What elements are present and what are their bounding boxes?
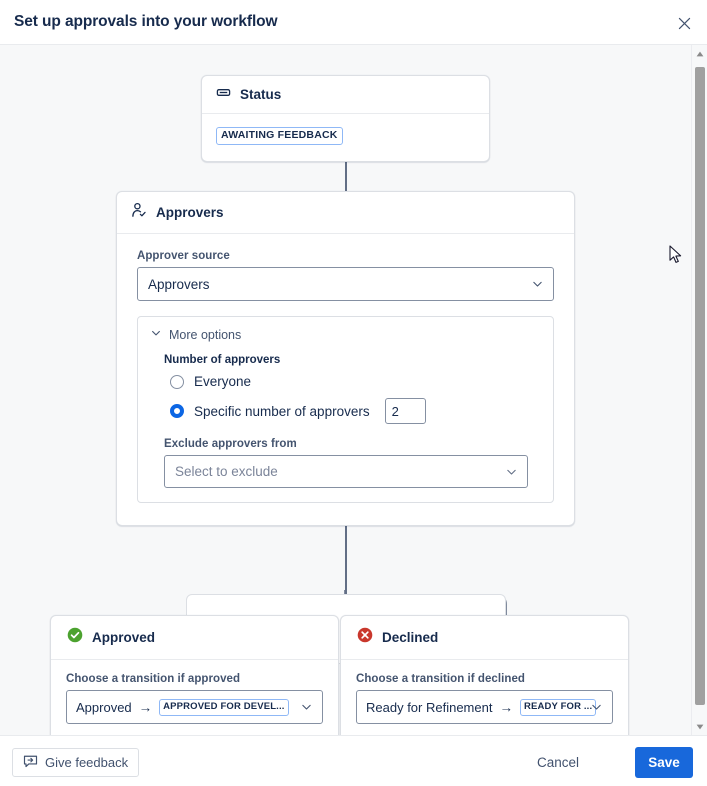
approved-card-title: Approved xyxy=(92,630,156,645)
dialog-scroll-body: Status AWAITING FEEDBACK Appr xyxy=(0,45,691,735)
status-node-title: Status xyxy=(240,87,282,102)
transition-arrow-icon: → xyxy=(499,699,513,715)
give-feedback-label: Give feedback xyxy=(45,755,129,770)
page-title: Set up approvals into your workflow xyxy=(14,13,278,30)
status-lozenge-icon xyxy=(216,85,231,105)
x-circle-icon xyxy=(357,627,373,648)
approver-source-label: Approver source xyxy=(137,250,230,262)
radio-specific-number-label: Specific number of approvers xyxy=(194,403,370,419)
connector-approvers-to-branch xyxy=(345,526,347,594)
radio-row-everyone[interactable]: Everyone xyxy=(170,374,541,389)
save-button[interactable]: Save xyxy=(635,747,693,778)
declined-transition-from: Ready for Refinement xyxy=(366,699,493,715)
approvers-node-body: Approver source Approvers xyxy=(117,234,574,523)
approvers-node-title: Approvers xyxy=(156,205,224,220)
radio-specific-number[interactable] xyxy=(170,404,184,418)
approver-source-select[interactable]: Approvers xyxy=(137,267,554,301)
scrollbar-thumb[interactable] xyxy=(695,67,705,705)
approver-count-input[interactable] xyxy=(384,398,426,424)
approved-card-body: Choose a transition if approved Approved… xyxy=(51,660,338,724)
approved-transition-select[interactable]: Approved → APPROVED FOR DEVEL... xyxy=(66,690,323,724)
close-button[interactable] xyxy=(671,10,697,36)
chevron-down-icon xyxy=(150,327,162,342)
approved-transition-label: Choose a transition if approved xyxy=(66,673,241,685)
radio-everyone-label: Everyone xyxy=(194,374,252,389)
more-options-toggle[interactable]: More options xyxy=(150,327,541,342)
scroll-down-arrow-icon[interactable] xyxy=(692,718,707,735)
approvers-node: Approvers Approver source Approvers xyxy=(116,191,575,526)
chevron-down-icon xyxy=(505,465,518,478)
approver-source-value: Approvers xyxy=(148,276,210,292)
cancel-button[interactable]: Cancel xyxy=(527,748,589,777)
declined-card-header: Declined xyxy=(341,616,628,660)
approvers-node-header: Approvers xyxy=(117,192,574,234)
approved-transition-from: Approved xyxy=(76,699,132,715)
exclude-approvers-value: Select to exclude xyxy=(175,464,278,479)
chevron-down-icon xyxy=(531,278,544,291)
exclude-approvers-block: Exclude approvers from Select to exclude xyxy=(164,438,541,488)
transition-arrow-icon: → xyxy=(138,699,153,715)
declined-card: Declined Choose a transition if declined… xyxy=(340,615,629,735)
declined-card-title: Declined xyxy=(382,630,439,645)
status-badge: AWAITING FEEDBACK xyxy=(216,127,343,145)
check-circle-icon xyxy=(67,627,83,648)
dialog-header: Set up approvals into your workflow xyxy=(0,0,707,45)
person-check-icon xyxy=(131,202,147,223)
number-of-approvers-label: Number of approvers xyxy=(164,354,281,366)
scroll-up-arrow-icon[interactable] xyxy=(692,45,707,62)
approved-card-header: Approved xyxy=(51,616,338,660)
more-options-label: More options xyxy=(169,327,242,342)
chevron-down-icon xyxy=(590,701,603,714)
exclude-approvers-select[interactable]: Select to exclude xyxy=(164,455,528,488)
approved-card: Approved Choose a transition if approved… xyxy=(50,615,339,735)
chevron-down-icon xyxy=(300,701,313,714)
dialog-footer: Give feedback Cancel Save xyxy=(0,735,707,786)
exclude-approvers-label: Exclude approvers from xyxy=(164,438,297,450)
declined-transition-label: Choose a transition if declined xyxy=(356,673,525,685)
feedback-bubble-icon xyxy=(23,754,38,772)
vertical-scrollbar[interactable] xyxy=(691,45,707,735)
declined-transition-select[interactable]: Ready for Refinement → READY FOR ... xyxy=(356,690,613,724)
status-node[interactable]: Status AWAITING FEEDBACK xyxy=(201,75,490,162)
radio-everyone[interactable] xyxy=(170,374,184,389)
give-feedback-button[interactable]: Give feedback xyxy=(12,748,140,777)
declined-transition-badge: READY FOR ... xyxy=(519,698,597,716)
status-node-header: Status xyxy=(202,76,489,114)
radio-row-specific-number[interactable]: Specific number of approvers xyxy=(170,398,541,424)
close-icon xyxy=(677,16,692,31)
declined-card-body: Choose a transition if declined Ready fo… xyxy=(341,660,628,724)
status-node-body: AWAITING FEEDBACK xyxy=(202,114,489,157)
more-options-panel: More options Number of approvers Everyon… xyxy=(137,316,554,503)
workflow-canvas: Status AWAITING FEEDBACK Appr xyxy=(0,45,691,735)
approved-transition-badge: APPROVED FOR DEVEL... xyxy=(159,698,289,716)
